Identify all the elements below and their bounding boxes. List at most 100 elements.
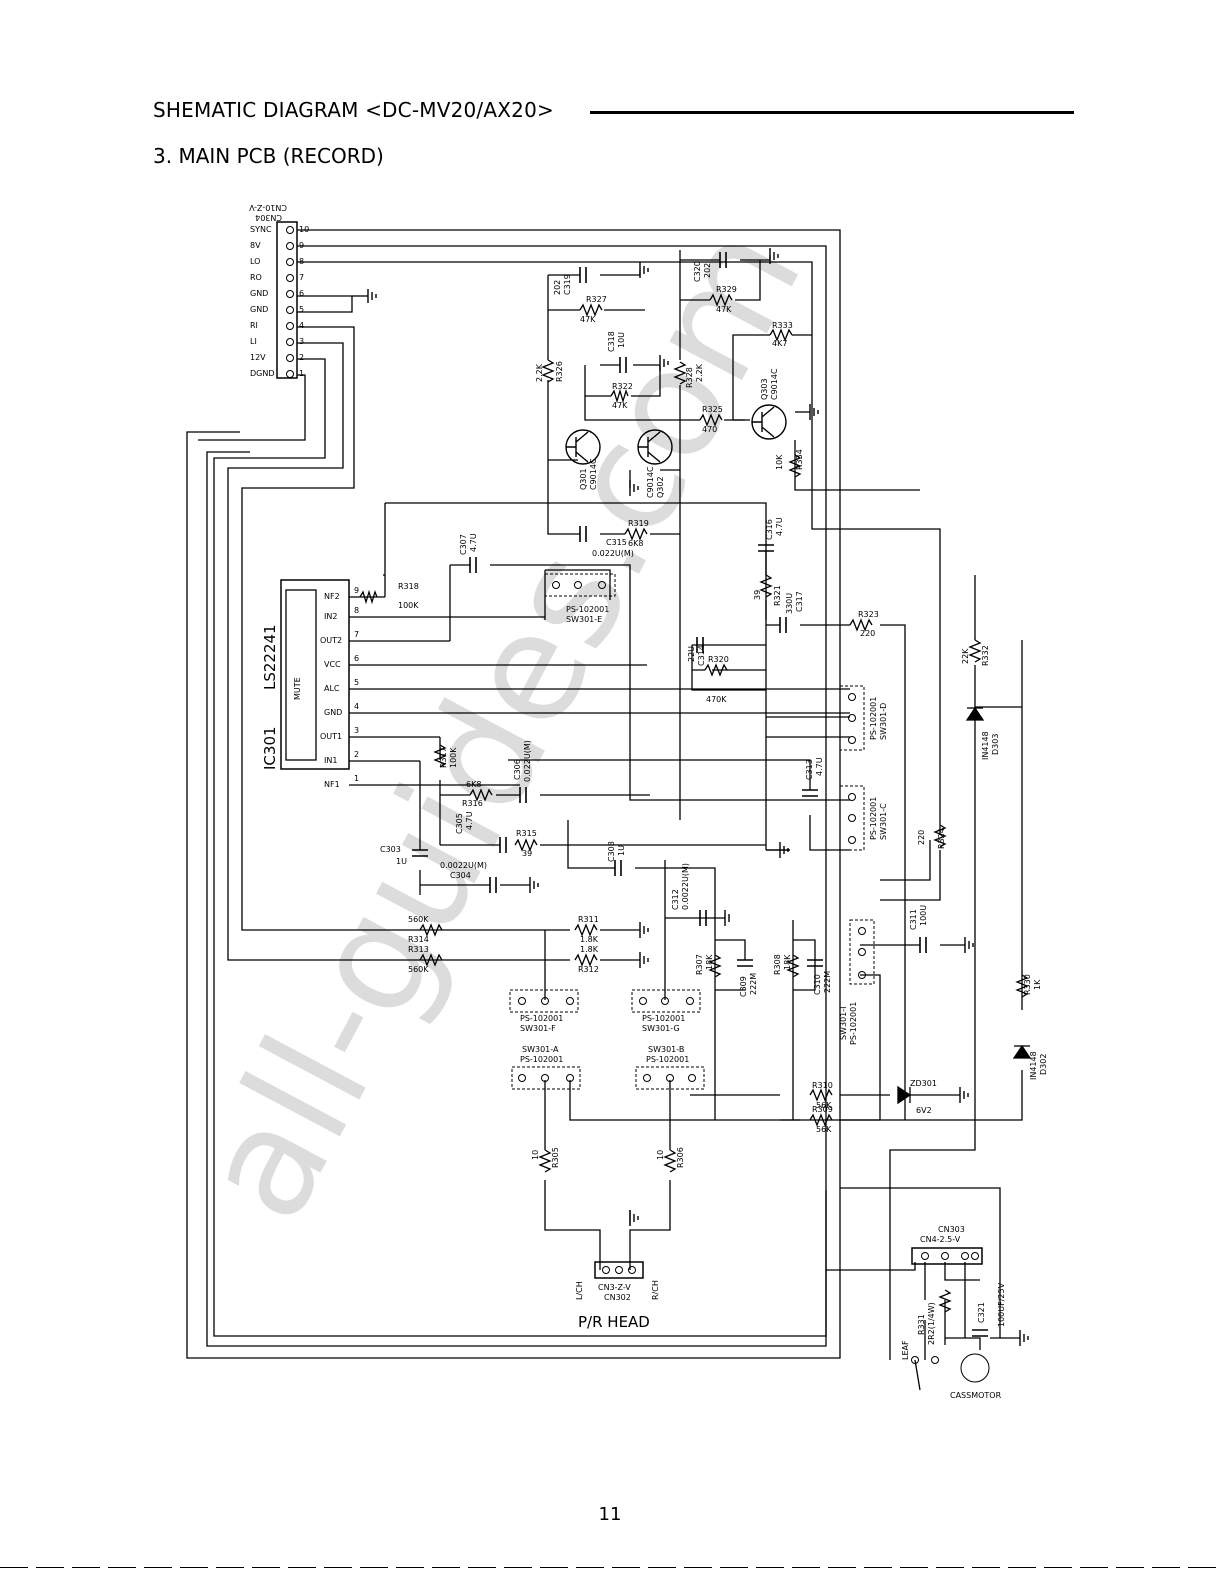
r305-value: 10 [531,1150,540,1160]
ic-num-9: 9 [354,586,359,595]
c314-ref: C314 [697,645,706,666]
page-number: 11 [598,1504,622,1525]
c318-value: 10U [617,332,626,348]
cn304-num-4: 4 [299,321,304,330]
pr-head-caption: P/R HEAD [578,1313,650,1331]
r333-value: 4K7 [772,339,787,348]
r305-ref: R305 [551,1147,560,1168]
ic-num-8: 8 [354,606,359,615]
r309-value: 56K [816,1125,832,1134]
q302-ref: Q302 [656,476,665,498]
ic-ref: IC301 [261,726,279,770]
cn302-right: R/CH [651,1280,660,1300]
r308-ref: R308 [773,954,782,975]
ic-pin-in1: IN1 [324,756,337,765]
sw301c-ref: SW301-C [879,803,888,840]
diode-symbols [897,706,1032,1105]
c305-ref: C305 [455,813,464,834]
cn304-pin-ri: RI [250,321,258,330]
cn304-num-3: 3 [299,337,304,346]
cn304-pin-8v: 8V [250,241,261,250]
c317-ref: C317 [795,591,804,612]
cn304-ref: CN304 [255,213,282,222]
r306-ref: R306 [676,1147,685,1168]
sw301c-part: PS-102001 [869,797,878,840]
r316-ref: R316 [462,799,483,808]
r311-value: 1.8K [580,935,599,944]
ic-num-1: 1 [354,774,359,783]
ic-pin-nf1: NF1 [324,780,340,789]
c320-ref: C320 [693,261,702,282]
r308-value: 18K [783,954,792,970]
r307-value: 18K [705,954,714,970]
ic-num-7: 7 [354,630,359,639]
c321-value: 100UF/25V [997,1282,1006,1327]
cn304-type: CN10-Z-V [249,203,287,212]
cn304-pin-dgnd: DGND [250,369,275,378]
c304-value: 0.0022U(M) [440,861,487,870]
r334-value: 10K [775,454,784,470]
r328-ref: R328 [685,367,694,388]
r326-value: 2.2K [535,363,544,382]
c308-value: 1U [617,845,626,856]
r331-value: 2R2(1/4W) [927,1302,936,1345]
cn304-pin-12v: 12V [250,353,266,362]
r324-ref: R324 [937,828,946,849]
c305-value: 4.7U [465,811,474,830]
r315-ref: R315 [516,829,537,838]
ic-pin-out1: OUT1 [320,732,342,741]
cn304-pin-sync: SYNC [250,225,272,234]
r311-ref: R311 [578,915,599,924]
resistor-symbols [359,293,1029,1313]
ic-pin-vcc: VCC [324,660,341,669]
motor-label: CASSMOTOR [950,1391,1002,1400]
r322-ref: R322 [612,382,633,391]
q301-ref: Q301 [579,468,588,490]
cn304-num-6: 6 [299,289,304,298]
q301-part: C9014C [589,458,598,490]
q303-part: C9014C [770,368,779,400]
cn304-pin-ro: RO [250,273,262,282]
r310-ref: R310 [812,1081,833,1090]
c307-ref: C307 [459,534,468,555]
page-title: SHEMATIC DIAGRAM <DC-MV20/AX20> [153,98,554,122]
ic-num-4: 4 [354,702,359,711]
c315-value: 0.022U(M) [592,549,634,558]
ic-pin-out2: OUT2 [320,636,342,645]
r330-ref: R330 [1023,974,1032,995]
cn304-pin-lo: LO [250,257,260,266]
ic-part: LS22241 [261,624,279,690]
cn304-pin-gnd2: GND [250,305,268,314]
cn303-type: CN4-2.5-V [920,1235,961,1244]
r306-value: 10 [656,1150,665,1160]
c308-ref: C308 [607,841,616,862]
q302-part: C9014C [646,466,655,498]
ic-num-3: 3 [354,726,359,735]
cn304-pin-gnd1: GND [250,289,268,298]
sw301i-ref: SW301-I [839,1006,848,1040]
r329-ref: R329 [716,285,737,294]
c319-value: 202 [553,280,562,295]
ic-num-5: 5 [354,678,359,687]
r322-value: 47K [612,401,628,410]
sw301a-part: PS-102001 [520,1055,563,1064]
c318-ref: C318 [607,331,616,352]
c321-ref: C321 [977,1302,986,1323]
c307-value: 4.7U [469,533,478,552]
d303-ref: D303 [991,734,1000,755]
r331-ref: R331 [917,1314,926,1335]
ic-pin-in2: IN2 [324,612,337,621]
sw301g-part: PS-102001 [642,1014,685,1023]
c312-ref: C312 [671,889,680,910]
sw301f-part: PS-102001 [520,1014,563,1023]
r313-value: 560K [408,965,429,974]
r319-value: 6K8 [628,539,643,548]
c315-ref: C315 [606,538,627,547]
ic-mute: MUTE [293,677,302,700]
r310-value: 56K [816,1101,832,1110]
ic-pin-nf2: NF2 [324,592,340,601]
c316-value: 4.7U [775,517,784,536]
r325-ref: R325 [702,405,723,414]
r319-ref: R319 [628,519,649,528]
